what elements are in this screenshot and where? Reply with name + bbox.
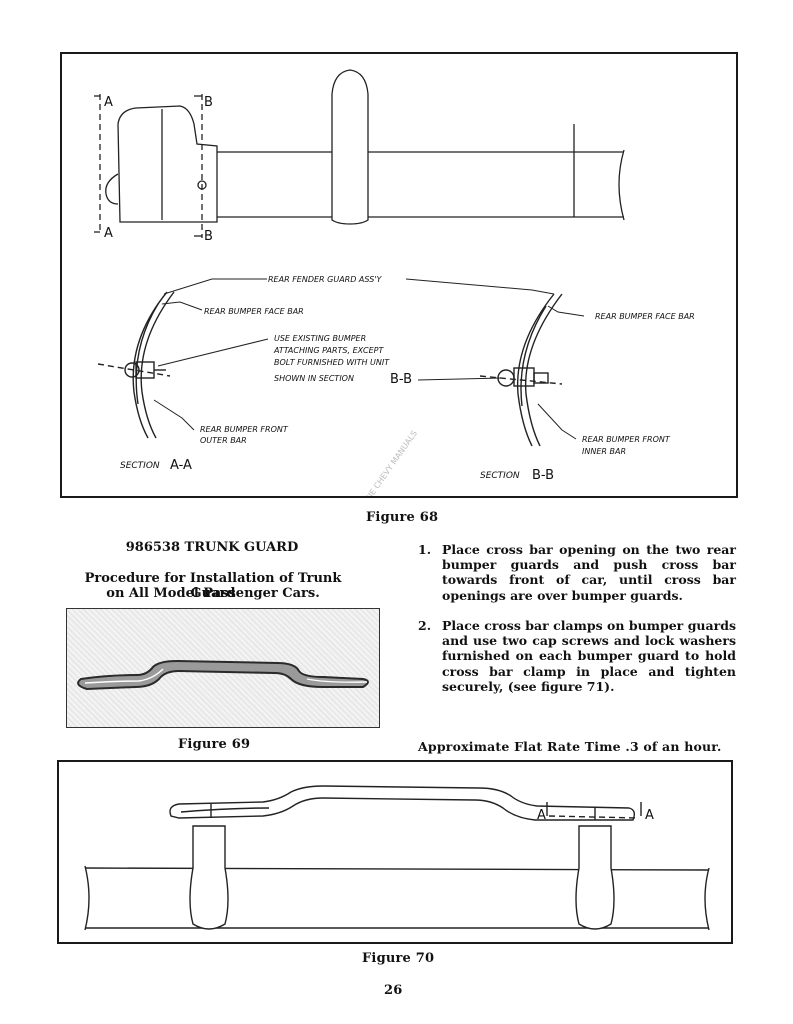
section-b-letters: B-B xyxy=(532,468,554,483)
figure-69-caption: Figure 69 xyxy=(178,737,251,752)
section-a-label: SECTION xyxy=(120,461,160,471)
callout-inner-bar-line1: REAR BUMPER FRONT xyxy=(582,435,671,444)
step-2-text: Place cross bar clamps on bumper guards … xyxy=(442,618,736,694)
step-2-number: 2. xyxy=(418,618,432,633)
section-b-top-mark: B xyxy=(204,95,213,110)
figure-68-frame: A A B B xyxy=(60,52,738,498)
page-number: 26 xyxy=(384,983,403,998)
callout-face-bar-left: REAR BUMPER FACE BAR xyxy=(204,307,304,316)
figure-68-caption: Figure 68 xyxy=(366,510,439,525)
figure-70-drawing: A A xyxy=(84,785,710,931)
callout-outer-bar-line1: REAR BUMPER FRONT xyxy=(200,425,289,434)
figure-68-drawing: A A B B xyxy=(94,69,695,496)
callout-fender-guard: REAR FENDER GUARD ASS'Y xyxy=(268,275,382,284)
procedure-line-2: on All Model Passenger Cars. xyxy=(106,586,320,601)
callout-parts-line2: ATTACHING PARTS, EXCEPT xyxy=(273,346,384,355)
callout-parts-line3: BOLT FURNISHED WITH UNIT xyxy=(274,358,390,367)
procedure-line-1: Procedure for Installation of Trunk Guar… xyxy=(84,571,342,601)
callout-parts-line1: USE EXISTING BUMPER xyxy=(274,334,366,343)
flat-rate-time: Approximate Flat Rate Time .3 of an hour… xyxy=(418,739,722,754)
figure-70-caption: Figure 70 xyxy=(362,951,435,966)
figure-70-mark-a-left: A xyxy=(537,808,546,823)
callout-parts-line4-letters: B-B xyxy=(390,372,412,387)
section-b-label: SECTION xyxy=(480,471,520,481)
step-1-text: Place cross bar opening on the two rear … xyxy=(442,542,736,603)
section-a-top-mark: A xyxy=(104,95,113,110)
step-1-number: 1. xyxy=(418,542,432,557)
section-a-letters: A-A xyxy=(170,458,192,473)
figure-70-frame: A A xyxy=(57,760,733,944)
step-1: 1. Place cross bar opening on the two re… xyxy=(418,542,736,603)
trunk-guard-title: 986538 TRUNK GUARD xyxy=(125,540,299,555)
section-a-bottom-mark: A xyxy=(104,226,113,241)
section-b-bottom-mark: B xyxy=(204,229,213,244)
step-2: 2. Place cross bar clamps on bumper guar… xyxy=(418,618,736,694)
figure-69-photo xyxy=(66,608,380,728)
callout-face-bar-right: REAR BUMPER FACE BAR xyxy=(595,312,695,321)
callout-parts-line4: SHOWN IN SECTION xyxy=(274,374,354,383)
figure-70-mark-a-right: A xyxy=(645,808,654,823)
callout-outer-bar-line2: OUTER BAR xyxy=(200,436,247,445)
callout-inner-bar-line2: INNER BAR xyxy=(582,447,626,456)
watermark: OLD ONLINE CHEVY MANUALS xyxy=(342,429,419,496)
